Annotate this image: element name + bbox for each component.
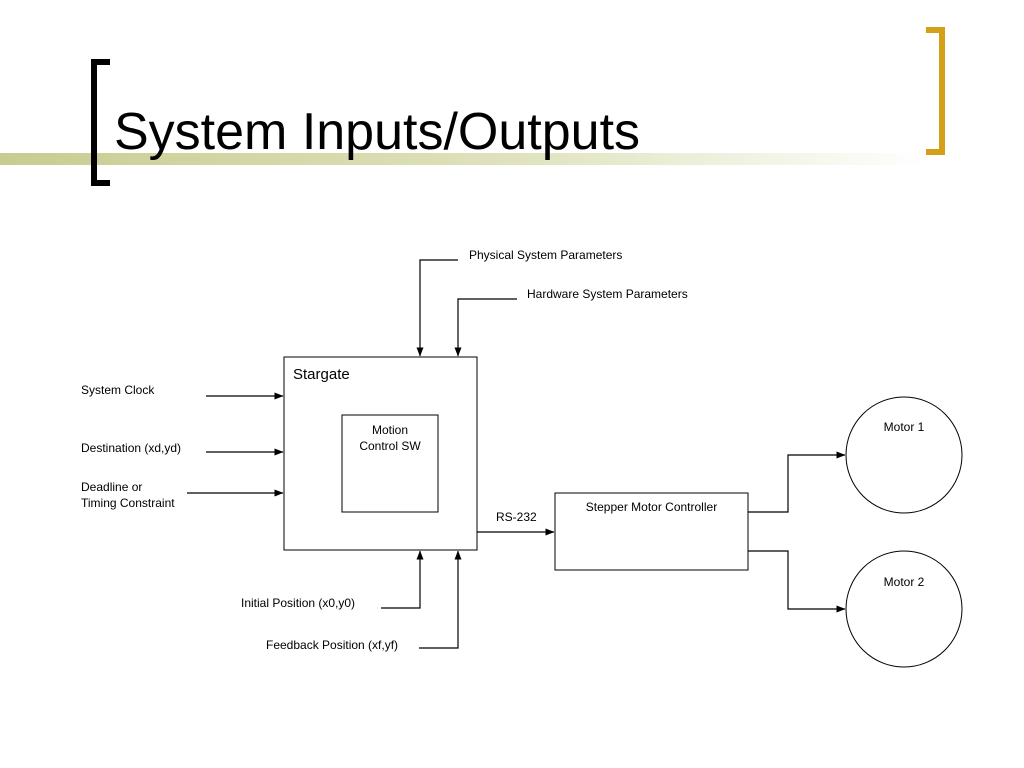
motor-2-circle xyxy=(845,550,963,668)
title-stripe xyxy=(0,153,930,165)
stargate-label: Stargate xyxy=(293,366,350,383)
motion-control-block xyxy=(341,414,439,513)
stepper-controller-label: Stepper Motor Controller xyxy=(585,500,718,514)
physical-params-label: Physical System Parameters xyxy=(469,248,623,262)
motor-1-arrow xyxy=(748,451,846,513)
hardware-params-label: Hardware System Parameters xyxy=(527,287,688,301)
hardware-params-arrow xyxy=(454,298,517,357)
system-clock-label: System Clock xyxy=(81,383,155,397)
stepper-controller-block xyxy=(554,492,749,571)
deadline-label: Deadline or Timing Constraint xyxy=(81,480,175,510)
initial-position-label: Initial Position (x0,y0) xyxy=(241,596,356,610)
feedback-position-arrow xyxy=(419,550,462,649)
rs232-label: RS-232 xyxy=(496,510,537,524)
motor-2-label: Motor 2 xyxy=(883,575,925,589)
slide-title: System Inputs/Outputs xyxy=(114,103,641,161)
destination-label: Destination (xd,yd) xyxy=(81,441,182,455)
initial-position-arrow xyxy=(381,550,424,609)
motor-1-circle xyxy=(845,396,963,514)
left-bracket xyxy=(91,59,110,186)
physical-params-arrow xyxy=(416,259,458,357)
motor-2-arrow xyxy=(748,550,846,613)
feedback-position-label: Feedback Position (xf,yf) xyxy=(266,638,399,652)
right-bracket xyxy=(926,27,945,155)
motion-control-label: Motion Control SW xyxy=(359,423,421,453)
motor-1-label: Motor 1 xyxy=(883,420,925,434)
